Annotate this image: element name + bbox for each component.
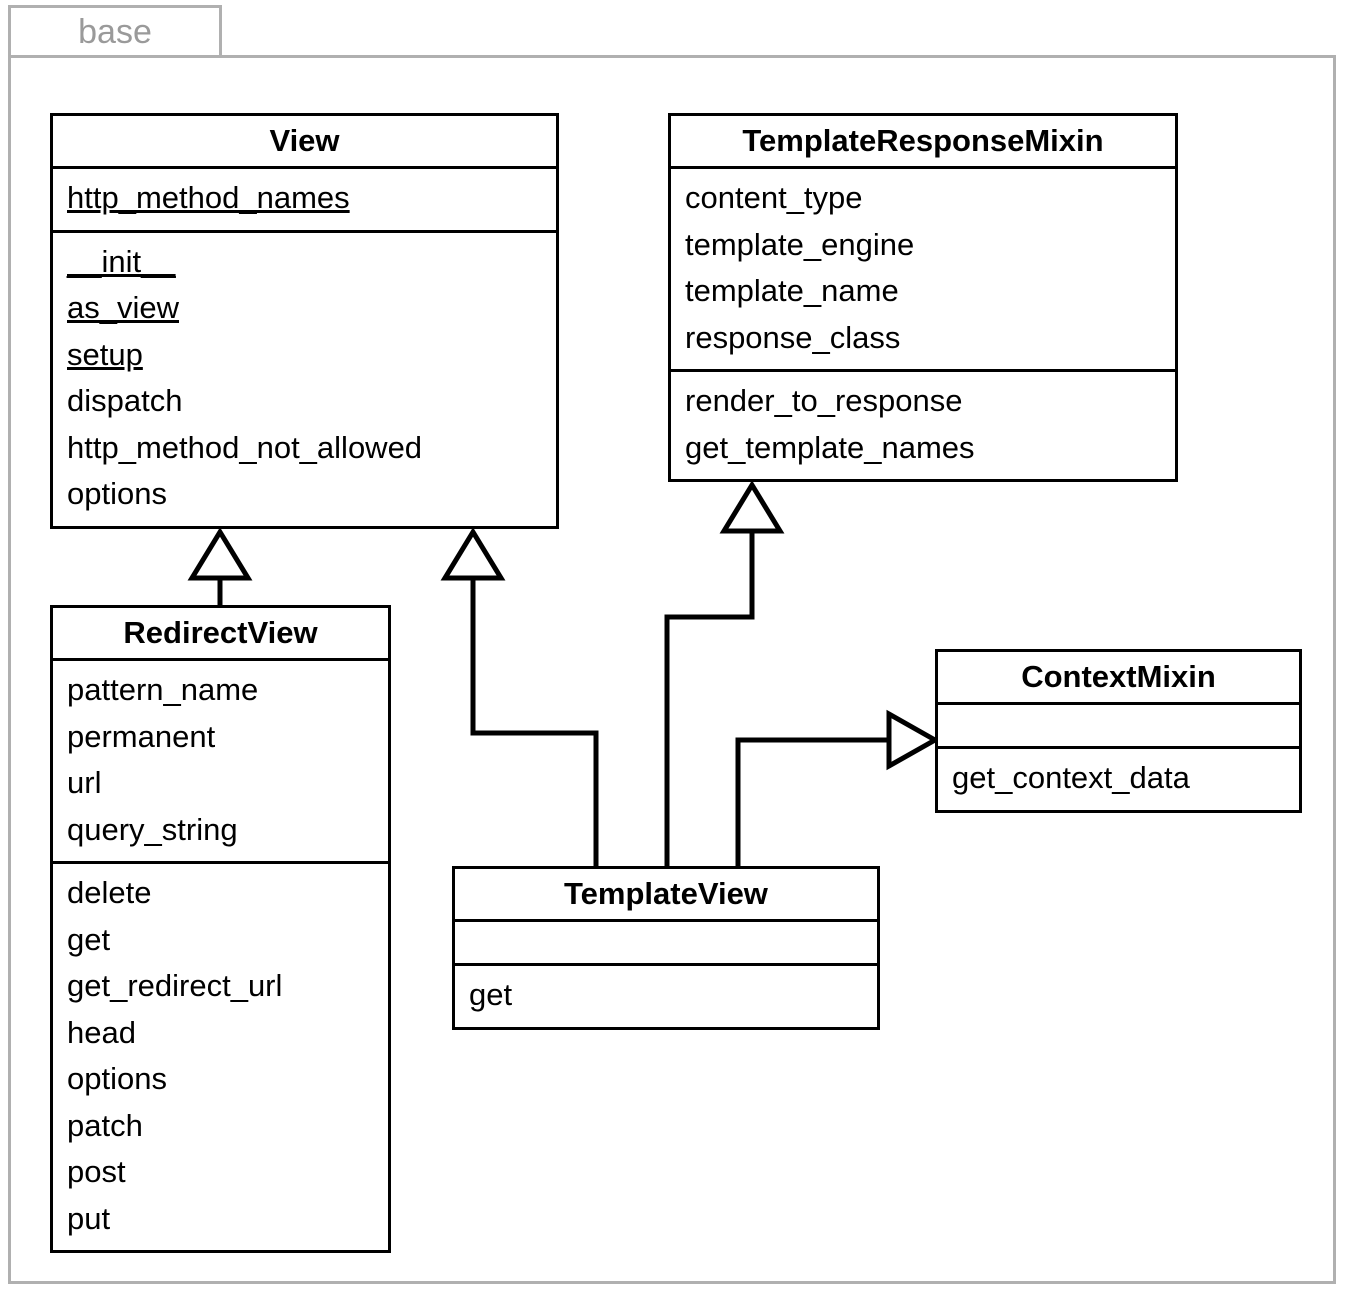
method-item: delete [67,875,152,910]
class-box-templateresponsemixin[interactable]: TemplateResponseMixin content_type templ… [668,113,1178,482]
method-item: get [469,977,513,1012]
method-item: put [67,1200,111,1236]
class-attributes-contextmixin [938,705,1299,749]
class-methods-redirectview: delete get get_redirect_url head options… [53,864,388,1250]
method-item: patch [67,1107,143,1143]
class-box-templateview[interactable]: TemplateView get [452,866,880,1030]
class-name-redirectview: RedirectView [53,608,388,661]
method-item: get_redirect_url [67,968,283,1003]
class-methods-contextmixin: get_context_data [938,749,1299,810]
method-item: options [67,1061,167,1096]
class-name-templateresponsemixin: TemplateResponseMixin [671,116,1175,169]
class-attributes-templateresponsemixin: content_type template_engine template_na… [671,169,1175,372]
method-item: get_template_names [685,429,975,465]
attribute-item: response_class [685,319,901,355]
method-item: setup [67,336,143,372]
class-name-contextmixin: ContextMixin [938,652,1299,705]
attribute-item: content_type [685,180,863,215]
class-box-contextmixin[interactable]: ContextMixin get_context_data [935,649,1302,813]
attribute-item: url [67,765,102,800]
attribute-item: template_engine [685,226,915,262]
package-frame [8,55,1336,1284]
class-box-view[interactable]: View http_method_names __init__ as_view … [50,113,559,529]
method-item: dispatch [67,383,183,418]
package-tab[interactable]: base [8,5,222,58]
method-item: http_method_not_allowed [67,429,423,465]
method-item: options [67,476,167,511]
class-name-view: View [53,116,556,169]
method-item: get [67,921,111,957]
method-item: post [67,1154,126,1189]
attribute-item: http_method_names [67,180,350,215]
method-item: head [67,1014,136,1050]
method-item: render_to_response [685,383,963,418]
attribute-item: template_name [685,273,899,308]
attribute-item: pattern_name [67,672,259,707]
class-name-templateview: TemplateView [455,869,877,922]
package-tab-label: base [78,12,152,51]
attribute-item: query_string [67,811,238,847]
method-item: get_context_data [952,760,1190,795]
class-attributes-view: http_method_names [53,169,556,233]
class-attributes-redirectview: pattern_name permanent url query_string [53,661,388,864]
class-methods-view: __init__ as_view setup dispatch http_met… [53,233,556,526]
class-methods-templateview: get [455,966,877,1027]
class-box-redirectview[interactable]: RedirectView pattern_name permanent url … [50,605,391,1253]
attribute-item: permanent [67,718,216,754]
method-item: as_view [67,290,179,325]
method-item: __init__ [67,243,176,279]
class-attributes-templateview [455,922,877,966]
class-methods-templateresponsemixin: render_to_response get_template_names [671,372,1175,479]
